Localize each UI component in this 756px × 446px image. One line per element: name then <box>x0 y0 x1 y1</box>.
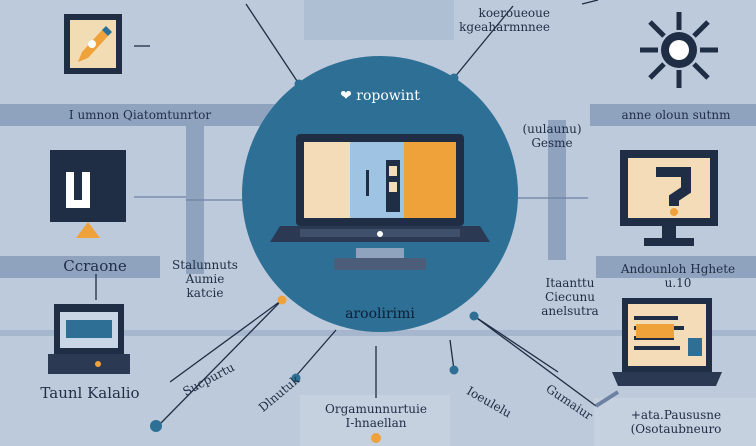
label-right-top-b: anne oloun sutnm <box>621 108 731 122</box>
band-low <box>0 330 756 336</box>
report-laptop-icon <box>612 298 722 386</box>
label-bottom-mid: Orgamunnurtuie I-hnaellan <box>325 402 427 430</box>
label-right-mid-a: Andounloh Hghete u.10 <box>620 262 736 290</box>
label-top-right: koeroueoue kgeaharmnnee <box>459 6 550 34</box>
help-monitor-icon <box>620 150 718 246</box>
band-vertical-right <box>548 120 566 260</box>
pencil-icon <box>64 14 122 74</box>
band-top-left <box>0 104 300 126</box>
document-icon <box>50 150 126 222</box>
label-bottom-right: +ata.Paususne (Osotaubneuro <box>630 408 722 436</box>
band-top-right <box>590 104 756 126</box>
label-left-mid: Stalunnuts Aumie katcie <box>172 258 238 300</box>
panel-top-center <box>304 0 454 40</box>
gear-sun-icon <box>640 12 718 88</box>
label-right-top-a: (uulaunu) Gesme <box>522 122 582 150</box>
hub-subtitle: aroolirimi <box>345 306 415 322</box>
monitor-icon <box>48 304 130 374</box>
orange-triangle-icon <box>76 222 100 238</box>
label-left-band-1: I umnon Qiatomtunrtor <box>68 108 212 122</box>
label-left-band-2: Ccraone <box>63 257 127 275</box>
band-mid-left <box>0 256 160 278</box>
band-vertical-left <box>186 104 204 274</box>
label-bottom-left: Taunl Kalalio <box>40 384 140 402</box>
laptop-icon <box>270 134 490 270</box>
label-right-mid-b: Itaanttu Ciecunu anelsutra <box>541 276 599 318</box>
hub-title: ❤ ropowint <box>340 88 420 104</box>
panel-bottom-right <box>594 398 756 446</box>
band-mid-right <box>596 256 756 278</box>
